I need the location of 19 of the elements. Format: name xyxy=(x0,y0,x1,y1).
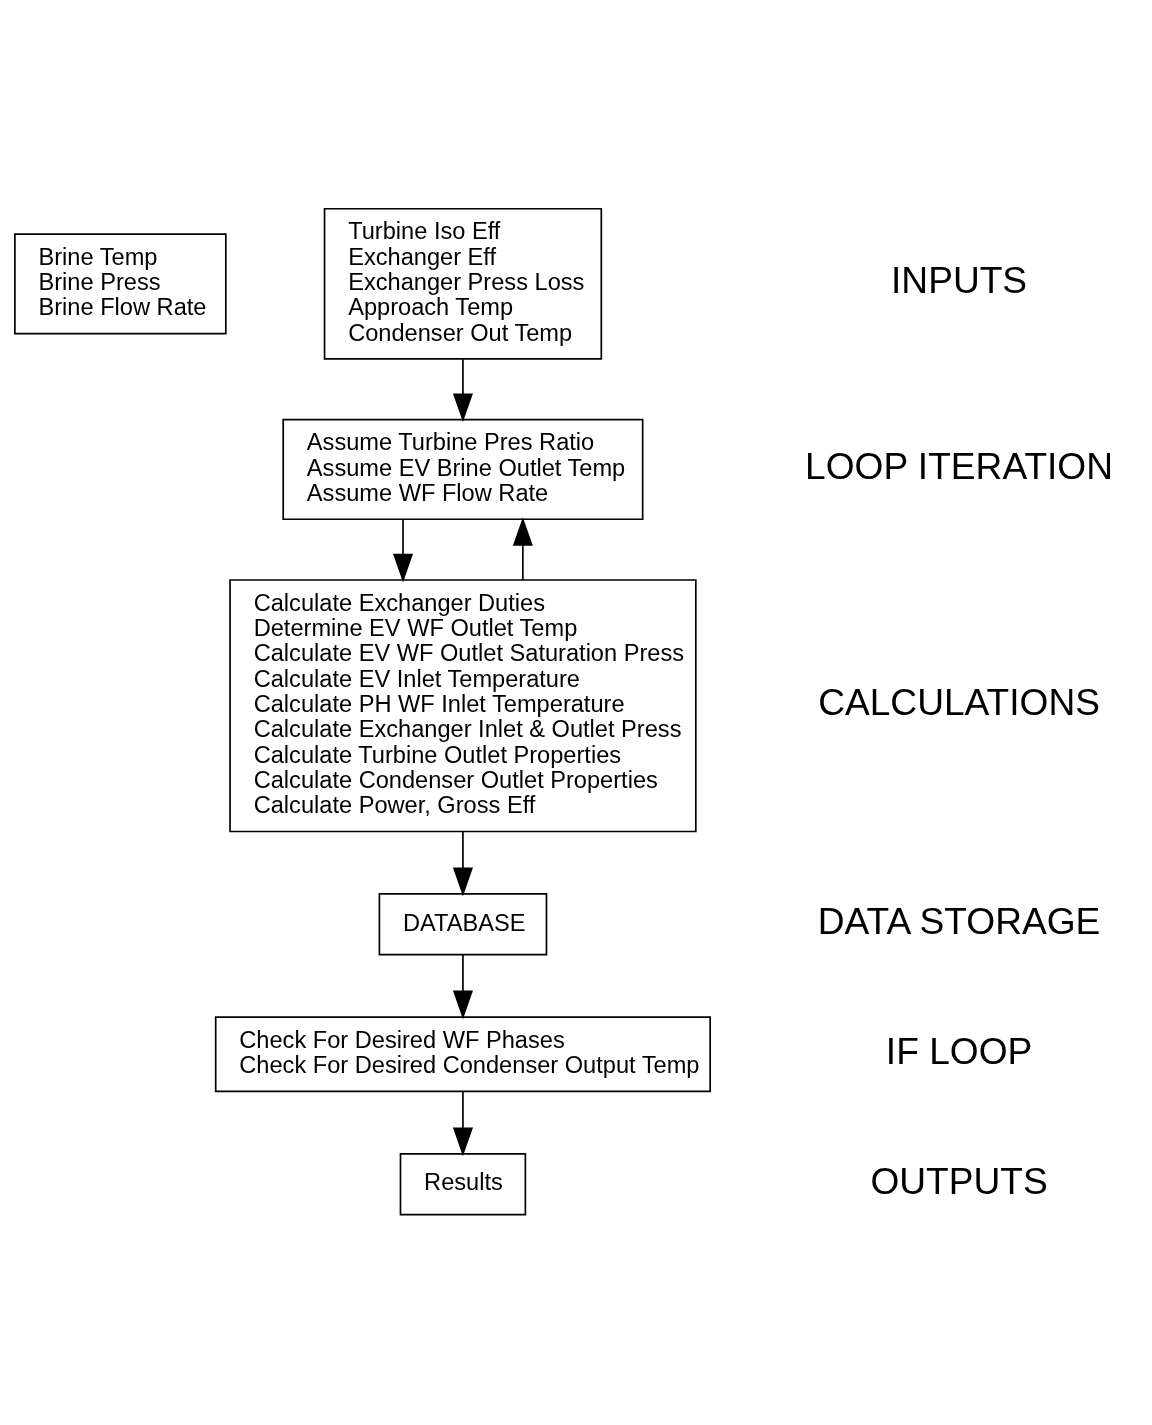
arrow xyxy=(452,358,473,423)
label: INPUTS xyxy=(891,259,1028,302)
node-box: Calculate Exchanger Duties Determine EV WF Outlet Temp Calculate EV WF Outlet Saturation Press Calculate EV Inlet Temperature Calculate PH WF Inlet Temperature Calculate Exchanger Inlet & Outlet Press Calculate Turbine Outlet Properties Calculate Condenser Outlet Properties Calculate Power, Gross Eff xyxy=(229,579,697,833)
node-box: Check For Desired WF Phases Check For Desired Condenser Output Temp xyxy=(214,1016,711,1093)
arrow xyxy=(452,954,473,1020)
node-box: DATABASE xyxy=(378,893,548,956)
label: IF LOOP xyxy=(885,1029,1033,1072)
arrow xyxy=(392,518,414,583)
label: LOOP ITERATION xyxy=(805,444,1114,487)
node-box: Brine Temp Brine Press Brine Flow Rate xyxy=(14,233,227,335)
label: CALCULATIONS xyxy=(818,681,1100,724)
arrow xyxy=(512,517,533,581)
node-box: Assume Turbine Pres Ratio Assume EV Brine Outlet Temp Assume WF Flow Rate xyxy=(282,418,644,521)
node-box: Results xyxy=(399,1152,527,1216)
arrow xyxy=(452,830,473,897)
node-box: Turbine Iso Eff Exchanger Eff Exchanger Press Loss Approach Temp Condenser Out Temp xyxy=(323,207,603,360)
label: OUTPUTS xyxy=(870,1159,1048,1202)
label: DATA STORAGE xyxy=(817,899,1101,942)
arrow xyxy=(452,1090,473,1157)
